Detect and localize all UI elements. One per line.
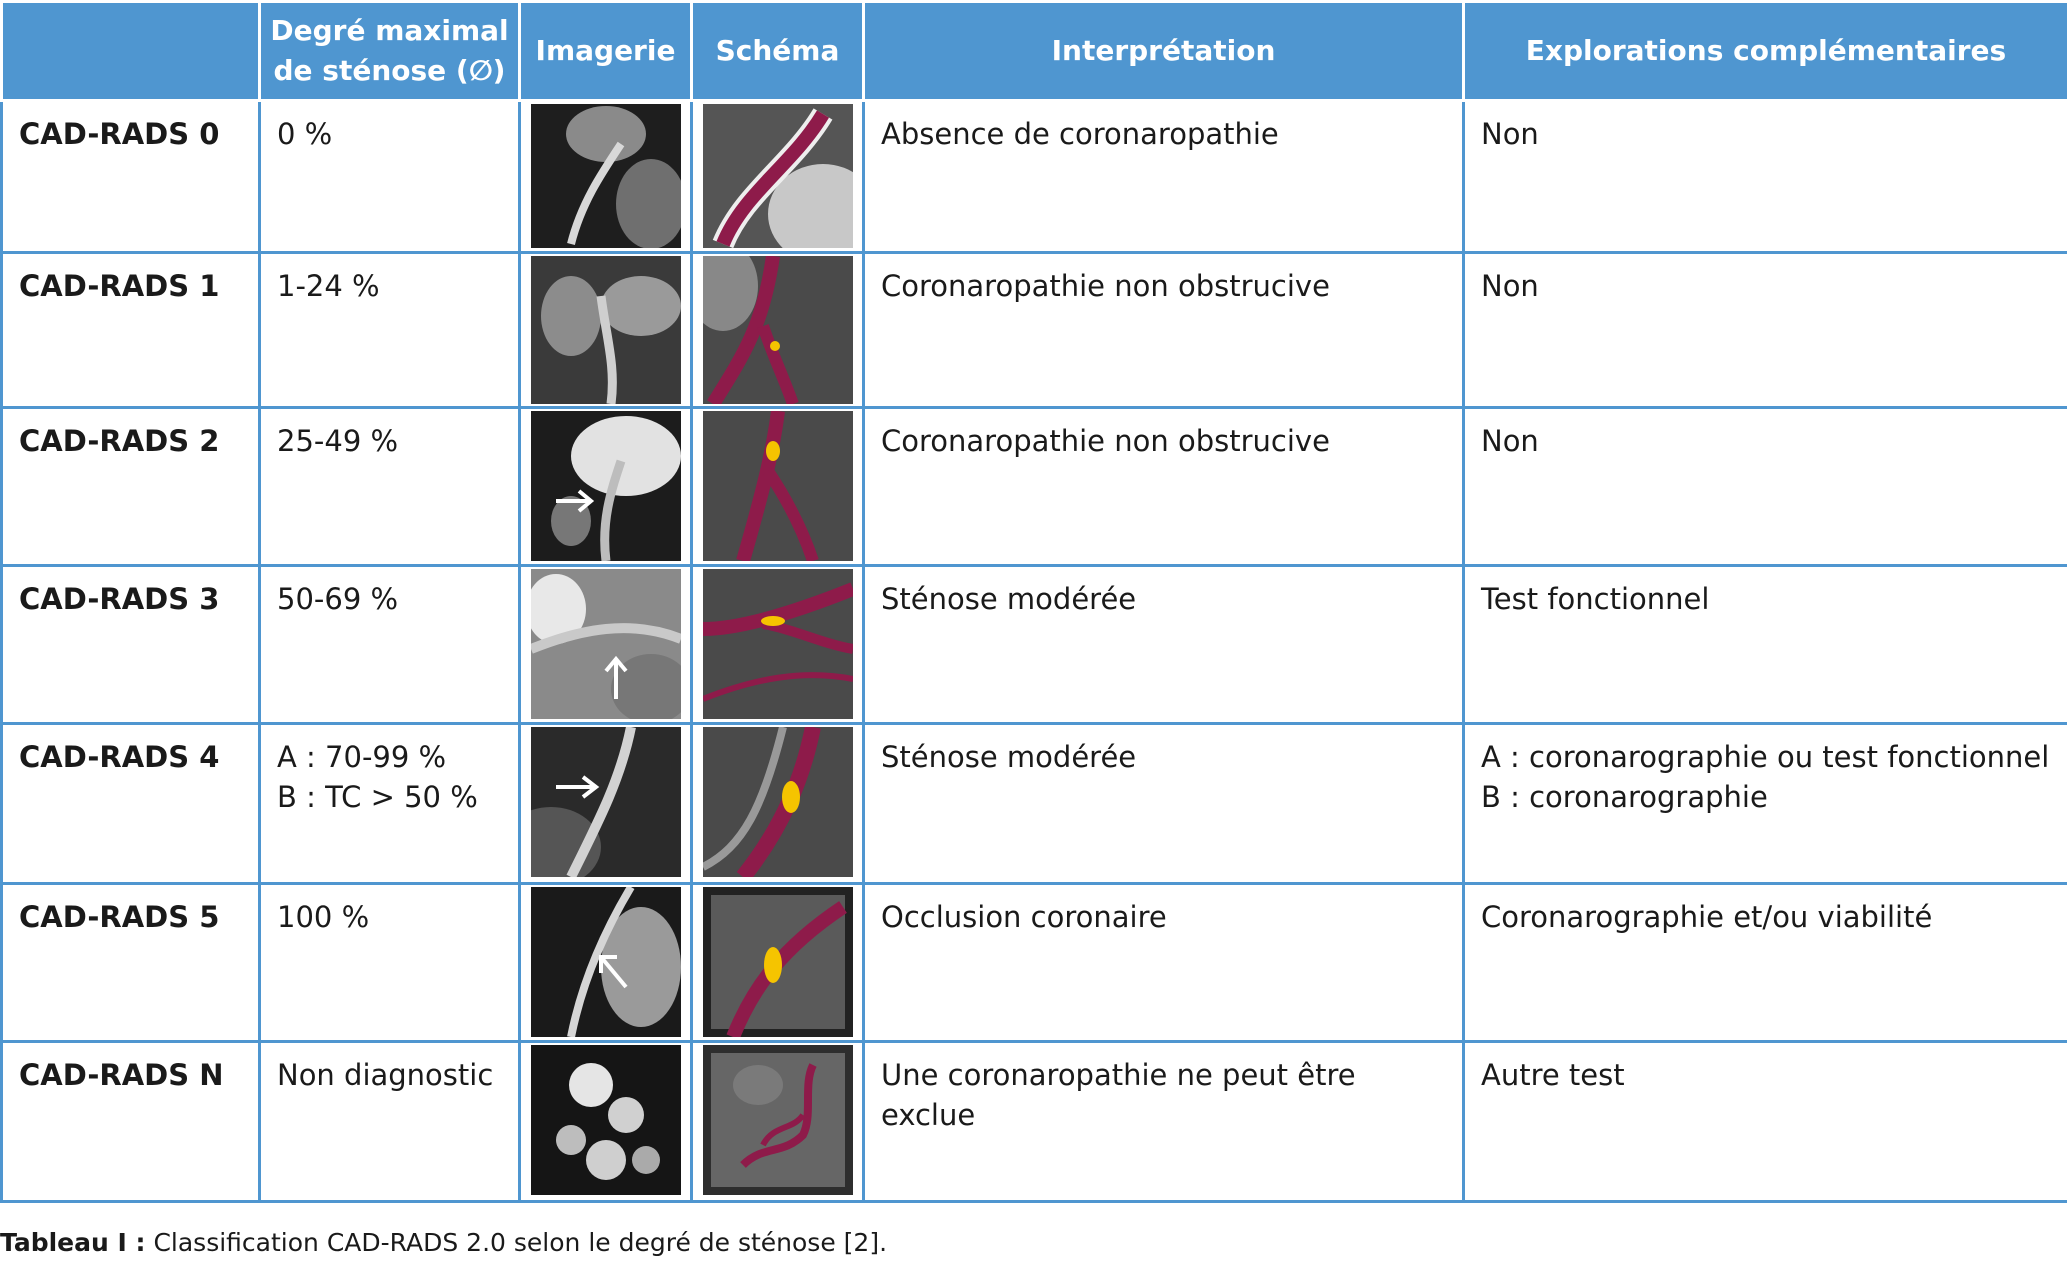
degree-line: B : TC > 50 %: [277, 780, 478, 814]
interpretation-cell: Sténose modérée: [862, 564, 1465, 725]
schema-cell: [690, 882, 865, 1043]
table-row: CAD-RADS 3 50-69 % Sténose modérée Test …: [0, 564, 2067, 725]
table-row: CAD-RADS 0 0 % Absence de coronaropathie…: [0, 99, 2067, 254]
header-interpretation: Interprétation: [862, 0, 1465, 102]
header-grade: [0, 0, 261, 102]
explorations-cell: Non: [1462, 406, 2067, 567]
grade-cell: CAD-RADS 4: [0, 722, 261, 885]
table-row: CAD-RADS N Non diagnostic Une coronaropa…: [0, 1040, 2067, 1203]
schema-image: [702, 411, 853, 561]
degree-cell: Non diagnostic: [258, 1040, 521, 1203]
schema-cell: [690, 1040, 865, 1203]
explorations-line: Coronarographie et/ou viabilité: [1481, 900, 1933, 934]
explorations-line: B : coronarographie: [1481, 780, 1768, 814]
grade-cell: CAD-RADS N: [0, 1040, 261, 1203]
table-row: CAD-RADS 2 25-49 % Coronaropathie non ob…: [0, 406, 2067, 567]
imaging-cell: [518, 1040, 693, 1203]
imaging-cell: [518, 722, 693, 885]
interpretation-cell: Coronaropathie non obstrucive: [862, 406, 1465, 567]
explorations-cell: Non: [1462, 251, 2067, 409]
explorations-line: Autre test: [1481, 1058, 1625, 1092]
table-row: CAD-RADS 4 A : 70-99 % B : TC > 50 % Sté…: [0, 722, 2067, 885]
degree-cell: 0 %: [258, 99, 521, 254]
schema-image: [702, 256, 853, 404]
schema-cell: [690, 406, 865, 567]
ct-image: [530, 887, 681, 1037]
schema-image: [702, 569, 853, 719]
table-row: CAD-RADS 5 100 % Occlusion coronaire Cor…: [0, 882, 2067, 1043]
grade-cell: CAD-RADS 0: [0, 99, 261, 254]
explorations-cell: Test fonctionnel: [1462, 564, 2067, 725]
grade-cell: CAD-RADS 1: [0, 251, 261, 409]
table-row: CAD-RADS 1 1-24 % Coronaropathie non obs…: [0, 251, 2067, 409]
degree-line: A : 70-99 %: [277, 740, 447, 774]
explorations-cell: Coronarographie et/ou viabilité: [1462, 882, 2067, 1043]
imaging-cell: [518, 406, 693, 567]
degree-cell: 1-24 %: [258, 251, 521, 409]
grade-cell: CAD-RADS 2: [0, 406, 261, 567]
imaging-cell: [518, 99, 693, 254]
grade-cell: CAD-RADS 5: [0, 882, 261, 1043]
schema-image: [702, 887, 853, 1037]
degree-cell: 50-69 %: [258, 564, 521, 725]
explorations-line: A : coronarographie ou test fonctionnel: [1481, 740, 2050, 774]
schema-cell: [690, 99, 865, 254]
imaging-cell: [518, 564, 693, 725]
schema-cell: [690, 722, 865, 885]
degree-line: 25-49 %: [277, 424, 399, 458]
table-caption: Tableau I : Classification CAD-RADS 2.0 …: [0, 1228, 887, 1257]
ct-image: [530, 256, 681, 404]
degree-line: 100 %: [277, 900, 370, 934]
explorations-line: Non: [1481, 117, 1539, 151]
degree-line: 0 %: [277, 117, 333, 151]
schema-image: [702, 1045, 853, 1195]
explorations-line: Non: [1481, 269, 1539, 303]
ct-image: [530, 569, 681, 719]
explorations-cell: Autre test: [1462, 1040, 2067, 1203]
interpretation-cell: Une coronaropathie ne peut être exclue: [862, 1040, 1465, 1203]
header-schema: Schéma: [690, 0, 865, 102]
ct-image: [530, 411, 681, 561]
ct-image: [530, 104, 681, 248]
interpretation-cell: Coronaropathie non obstrucive: [862, 251, 1465, 409]
ct-image: [530, 1045, 681, 1195]
interpretation-cell: Occlusion coronaire: [862, 882, 1465, 1043]
header-degree-line1: Degré maximal: [270, 14, 509, 47]
cad-rads-table: Degré maximal de sténose (∅) Imagerie Sc…: [0, 0, 2067, 1203]
explorations-cell: A : coronarographie ou test fonctionnel …: [1462, 722, 2067, 885]
grade-cell: CAD-RADS 3: [0, 564, 261, 725]
header-imaging: Imagerie: [518, 0, 693, 102]
degree-cell: 100 %: [258, 882, 521, 1043]
degree-cell: 25-49 %: [258, 406, 521, 567]
interpretation-cell: Absence de coronaropathie: [862, 99, 1465, 254]
header-degree: Degré maximal de sténose (∅): [258, 0, 521, 102]
schema-cell: [690, 251, 865, 409]
schema-image: [702, 727, 853, 877]
degree-line: Non diagnostic: [277, 1058, 494, 1092]
imaging-cell: [518, 251, 693, 409]
header-degree-line2: de sténose (∅): [273, 54, 506, 87]
schema-image: [702, 104, 853, 248]
caption-label: Tableau I :: [0, 1228, 146, 1257]
header-row: Degré maximal de sténose (∅) Imagerie Sc…: [0, 0, 2067, 102]
degree-line: 50-69 %: [277, 582, 399, 616]
header-explorations: Explorations complémentaires: [1462, 0, 2067, 102]
explorations-line: Non: [1481, 424, 1539, 458]
degree-cell: A : 70-99 % B : TC > 50 %: [258, 722, 521, 885]
caption-text: Classification CAD-RADS 2.0 selon le deg…: [153, 1228, 888, 1257]
explorations-cell: Non: [1462, 99, 2067, 254]
schema-cell: [690, 564, 865, 725]
interpretation-cell: Sténose modérée: [862, 722, 1465, 885]
explorations-line: Test fonctionnel: [1481, 582, 1710, 616]
degree-line: 1-24 %: [277, 269, 380, 303]
imaging-cell: [518, 882, 693, 1043]
ct-image: [530, 727, 681, 877]
